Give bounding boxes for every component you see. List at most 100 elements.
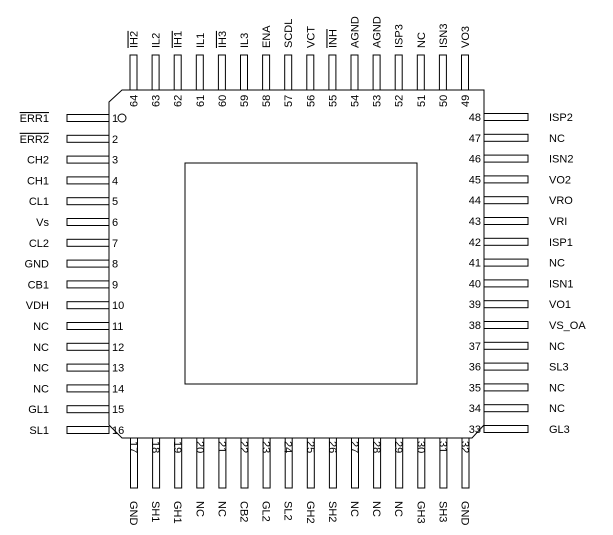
pin-number: 14 bbox=[112, 383, 124, 395]
pin-number: 23 bbox=[260, 441, 272, 453]
pin-lead bbox=[66, 259, 110, 268]
pin-lead bbox=[240, 437, 249, 489]
pin-name: GH2 bbox=[304, 501, 316, 524]
pin-name: IH2 bbox=[129, 31, 141, 48]
pin-number: 55 bbox=[327, 95, 339, 107]
pin-number: 37 bbox=[469, 341, 481, 353]
pin-number: 10 bbox=[112, 300, 124, 312]
pin-name: NC bbox=[549, 382, 565, 394]
pin-number: 33 bbox=[469, 424, 481, 436]
pin-lead bbox=[129, 54, 138, 91]
pin-lead bbox=[483, 362, 529, 371]
pin-lead bbox=[262, 437, 271, 489]
top-pin-row: 49VO350ISN351NC52ISP353AGND54AGND55INH56… bbox=[129, 16, 473, 107]
pin-lead bbox=[152, 437, 161, 489]
pin-lead bbox=[483, 300, 529, 309]
pin-name: CL2 bbox=[29, 238, 49, 250]
pin-name: SH3 bbox=[436, 501, 448, 522]
pin-name: INH bbox=[327, 29, 339, 48]
pin-name: ENA bbox=[261, 25, 273, 48]
pin-lead bbox=[174, 437, 183, 489]
pin-lead bbox=[483, 133, 529, 142]
pin-lead bbox=[284, 437, 293, 489]
pin-name: SCDL bbox=[283, 19, 295, 48]
pin-number: 44 bbox=[469, 195, 481, 207]
pin-number: 6 bbox=[112, 217, 118, 229]
pin-name: GL1 bbox=[28, 404, 49, 416]
pin-lead bbox=[416, 54, 425, 91]
pin-number: 9 bbox=[112, 279, 118, 291]
pin-name: SL1 bbox=[29, 425, 49, 437]
pin-number: 5 bbox=[112, 196, 118, 208]
pin-number: 40 bbox=[469, 278, 481, 290]
pin-number: 29 bbox=[392, 441, 404, 453]
pin-lead bbox=[483, 113, 529, 121]
pin-lead bbox=[66, 363, 110, 372]
pin-name: GH1 bbox=[171, 501, 183, 524]
pin-lead bbox=[483, 425, 529, 433]
pin-lead bbox=[217, 54, 226, 91]
pin-name: IL1 bbox=[195, 33, 207, 48]
pin-name: ISN3 bbox=[438, 24, 450, 48]
pin-lead bbox=[196, 437, 205, 489]
pin-number: 12 bbox=[112, 342, 124, 354]
pin-number: 7 bbox=[112, 238, 118, 250]
pin-name: ISP3 bbox=[394, 24, 406, 48]
pin-number: 49 bbox=[460, 95, 472, 107]
pin-name: ISN2 bbox=[549, 154, 573, 166]
pin-number: 11 bbox=[112, 321, 123, 333]
pin-name: IH1 bbox=[173, 31, 185, 48]
pin-name: IH3 bbox=[217, 31, 229, 48]
pin-lead bbox=[262, 54, 271, 91]
pin-lead bbox=[66, 342, 110, 351]
pin-name: NC bbox=[33, 321, 49, 333]
pin-name: NC bbox=[193, 501, 205, 517]
pin-name: CB2 bbox=[238, 501, 250, 522]
pin-number: 1 bbox=[112, 113, 118, 125]
pin-name: CH2 bbox=[27, 155, 49, 167]
pin-number: 26 bbox=[326, 441, 338, 453]
pin-lead bbox=[395, 437, 404, 489]
pin-lead bbox=[483, 321, 529, 329]
pin-lead bbox=[483, 404, 529, 413]
pin-name: NC bbox=[549, 133, 565, 145]
pin-lead bbox=[461, 437, 470, 489]
pin-name: VO1 bbox=[549, 299, 571, 311]
pin-44: 44 VRO bbox=[469, 195, 574, 207]
pin-number: 8 bbox=[112, 259, 118, 271]
pin-number: 36 bbox=[469, 362, 481, 374]
pin-lead bbox=[483, 175, 529, 184]
pin-lead bbox=[373, 437, 382, 489]
pin-lead bbox=[130, 437, 138, 489]
pin-name: NC bbox=[549, 341, 565, 353]
pin-name: NC bbox=[549, 403, 565, 415]
pin-lead bbox=[66, 280, 110, 289]
pin-lead bbox=[66, 426, 110, 434]
pin-lead bbox=[461, 54, 469, 91]
pin-37: 37 NC bbox=[469, 341, 565, 353]
pin-name: VRO bbox=[549, 195, 573, 207]
pin-lead bbox=[417, 437, 426, 489]
